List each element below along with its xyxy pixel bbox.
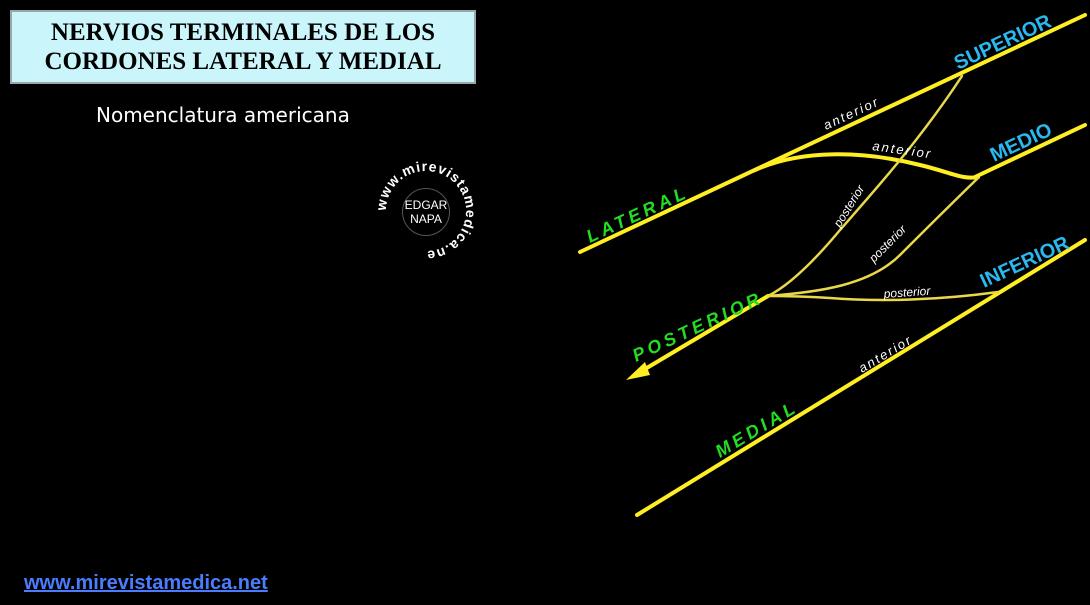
superior-posterior-division [766,74,964,298]
medio-trunk-line [973,123,1087,179]
inferior-trunk-label: INFERIOR [977,232,1073,293]
medio-anterior-division [753,152,980,180]
watermark-name-line-1: EDGAR [404,198,448,212]
title-line-2: CORDONES LATERAL Y MEDIAL [44,48,442,75]
watermark-arc-text: www.mirevistamedica.net [0,0,479,264]
title-box: NERVIOS TERMINALES DE LOS CORDONES LATER… [10,10,476,84]
lateral-cord-line [578,13,1087,254]
posterior-cord-line [638,294,770,374]
footer-website-link[interactable]: www.mirevistamedica.net [24,572,268,594]
subtitle: Nomenclatura americana [96,103,350,127]
watermark-name-line-2: NAPA [410,212,442,226]
medial-cord-line [635,238,1087,517]
posterior-cord-label: POSTERIOR [629,287,766,365]
inferior-anterior-label: anterior [856,332,915,376]
posterior-arrow-head [626,362,650,380]
medial-cord-label: MEDIAL [712,396,802,461]
medio-posterior-label: posterior [866,221,910,265]
title-line-1: NERVIOS TERMINALES DE LOS [50,19,436,46]
superior-trunk-label: SUPERIOR [951,10,1055,74]
nerve-lines [578,13,1087,517]
watermark-seal: EDGAR NAPA [402,188,450,236]
inferior-posterior-label: posterior [882,284,932,301]
inferior-posterior-division [766,290,1000,302]
medio-posterior-division [766,176,980,298]
medio-trunk-label: MEDIO [987,119,1056,167]
lateral-cord-label: LATERAL [583,182,692,247]
